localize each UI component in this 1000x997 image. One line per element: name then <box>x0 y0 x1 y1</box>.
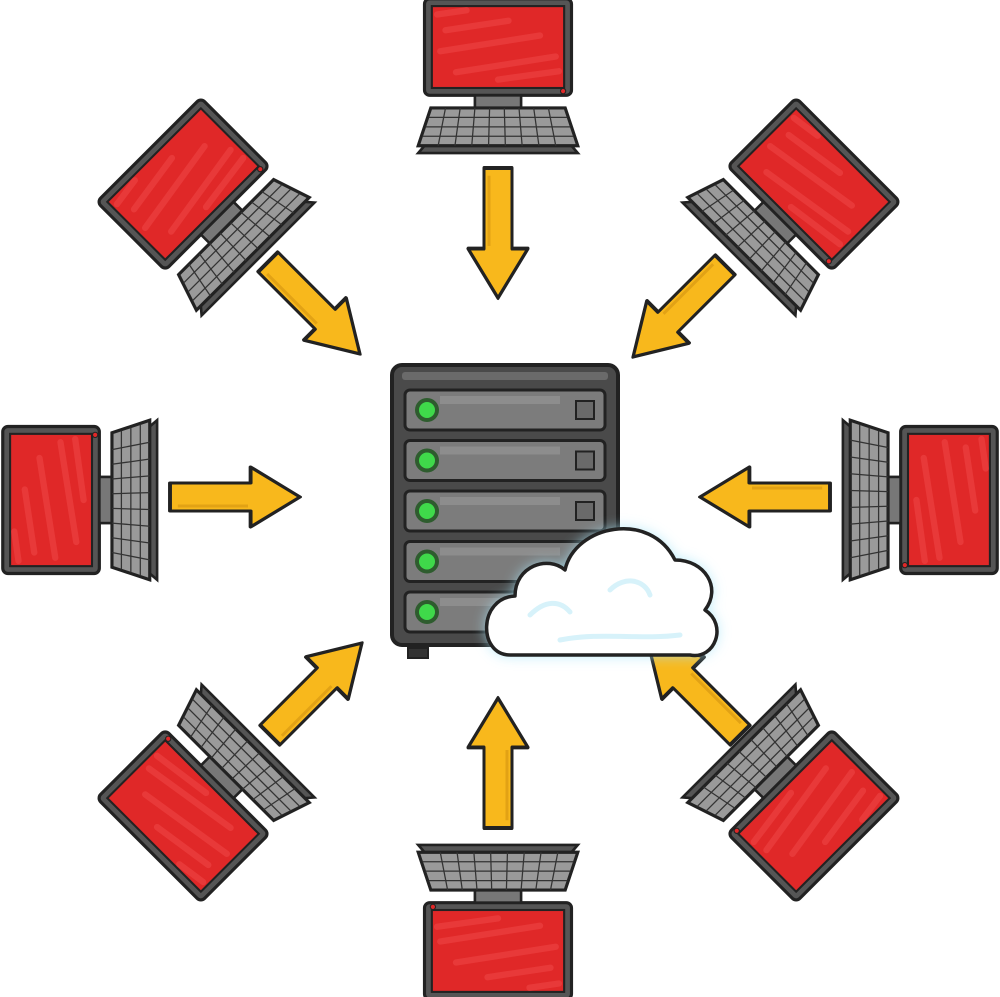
arrow-icon <box>247 620 385 758</box>
arrow-icon <box>610 242 748 380</box>
workstation-top <box>418 0 578 153</box>
arrow-icon <box>466 166 530 300</box>
cloud-icon <box>484 527 719 658</box>
arrow-from-bottom-left <box>247 620 385 758</box>
arrow-from-top-left <box>245 239 383 377</box>
computer-icon <box>3 420 157 580</box>
arrow-from-left <box>168 465 302 529</box>
arrow-from-top <box>466 166 530 300</box>
status-led <box>419 604 435 620</box>
status-led <box>419 503 435 519</box>
arrow-icon <box>466 696 530 830</box>
computer-icon <box>418 845 578 997</box>
arrow-from-bottom <box>466 696 530 830</box>
arrow-from-right <box>698 465 832 529</box>
server-tower <box>390 363 620 659</box>
server-drive-bay <box>403 388 607 432</box>
drive-eject-button <box>575 400 595 420</box>
arrow-icon <box>698 465 832 529</box>
status-led <box>419 452 435 469</box>
arrow-icon <box>168 465 302 529</box>
server-drive-bay <box>403 439 607 482</box>
arrow-icon <box>245 239 383 377</box>
workstation-left <box>3 420 157 580</box>
computer-icon <box>843 420 997 580</box>
arrow-from-top-right <box>610 242 748 380</box>
drive-eject-button <box>575 450 595 471</box>
workstation-bottom <box>418 845 578 997</box>
status-led <box>419 553 435 570</box>
status-led <box>419 402 435 418</box>
computer-icon <box>418 0 578 153</box>
server-drive-bay <box>403 489 607 533</box>
drive-eject-button <box>575 501 595 521</box>
workstation-right <box>843 420 997 580</box>
